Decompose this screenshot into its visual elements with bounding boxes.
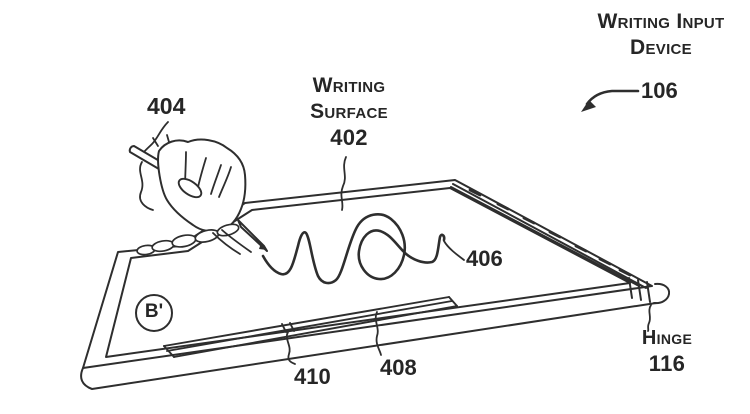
tray-divider: [281, 322, 295, 333]
tray-leader-line: [374, 311, 382, 356]
device-title-line1: Writing Input: [597, 10, 725, 33]
ink-squiggle: [261, 213, 446, 285]
surface-leader-line: [340, 156, 347, 211]
device-ref-number: 106: [641, 78, 678, 103]
section-marker-label: B': [144, 301, 164, 322]
index-finger: [212, 229, 252, 255]
hinge-label: Hinge 116: [618, 326, 716, 376]
reference-arrow-icon: [581, 89, 640, 112]
device-body: [80, 179, 657, 390]
hinge-label-name: Hinge: [641, 327, 693, 349]
stroke-ref-number: 406: [466, 246, 503, 271]
writing-surface-label: Writing Surface 402: [289, 73, 409, 151]
device-title-line2: Device: [630, 36, 692, 59]
hinge-band: [450, 183, 647, 289]
surface-label-line2: Surface: [310, 100, 388, 123]
divider-leader-line: [285, 331, 296, 365]
squiggle-leader-line: [443, 240, 465, 261]
device-title-label: Writing Input Device: [573, 9, 749, 61]
pen-tray: [163, 296, 458, 365]
hinge-band-hatch: [468, 188, 632, 277]
surface-label-line1: Writing: [312, 74, 386, 97]
hinge-ref-number: 116: [648, 351, 686, 376]
surface-ref-number: 402: [330, 125, 368, 150]
section-marker-circle: [135, 294, 173, 332]
stylus-tip: [237, 219, 268, 252]
tray-ref-number: 408: [380, 355, 417, 380]
hinge-leader-line: [647, 304, 652, 332]
device-thickness-edge: [80, 302, 657, 390]
thumb: [177, 177, 203, 199]
hinge-barrel: [628, 277, 671, 332]
stylus-ref-number: 404: [147, 93, 186, 119]
hand-with-stylus: [128, 134, 268, 256]
hand-outline: [157, 138, 247, 233]
divider-ref-number: 410: [294, 364, 331, 389]
